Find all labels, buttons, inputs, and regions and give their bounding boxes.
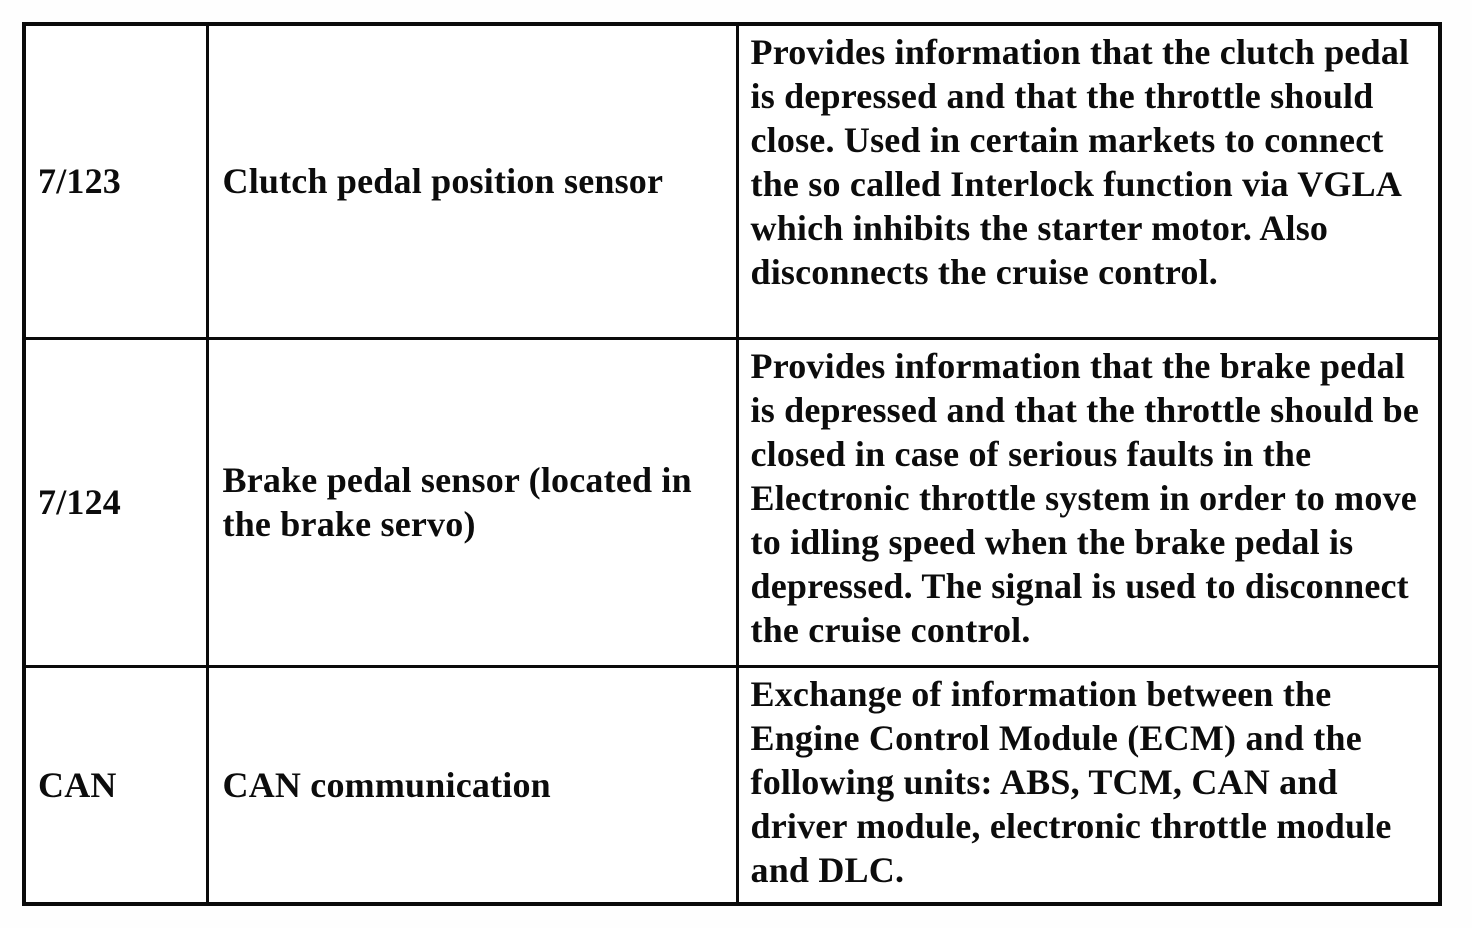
component-description-cell: Provides information that the clutch ped… [735, 22, 1442, 340]
table-row: 7/123 Clutch pedal position sensor Provi… [22, 22, 1442, 340]
component-name-cell: CAN communication [205, 664, 739, 906]
component-name-cell: Clutch pedal position sensor [205, 22, 739, 340]
component-description-cell: Exchange of information between the Engi… [735, 664, 1442, 906]
component-signal-table: 7/123 Clutch pedal position sensor Provi… [22, 22, 1442, 906]
table-row: 7/124 Brake pedal sensor (located in the… [22, 336, 1442, 668]
component-id-cell: 7/123 [22, 22, 209, 340]
component-description-cell: Provides information that the brake peda… [735, 336, 1442, 668]
component-id-cell: CAN [22, 664, 209, 906]
component-name-cell: Brake pedal sensor (located in the brake… [205, 336, 739, 668]
component-id-cell: 7/124 [22, 336, 209, 668]
table-row: CAN CAN communication Exchange of inform… [22, 664, 1442, 906]
